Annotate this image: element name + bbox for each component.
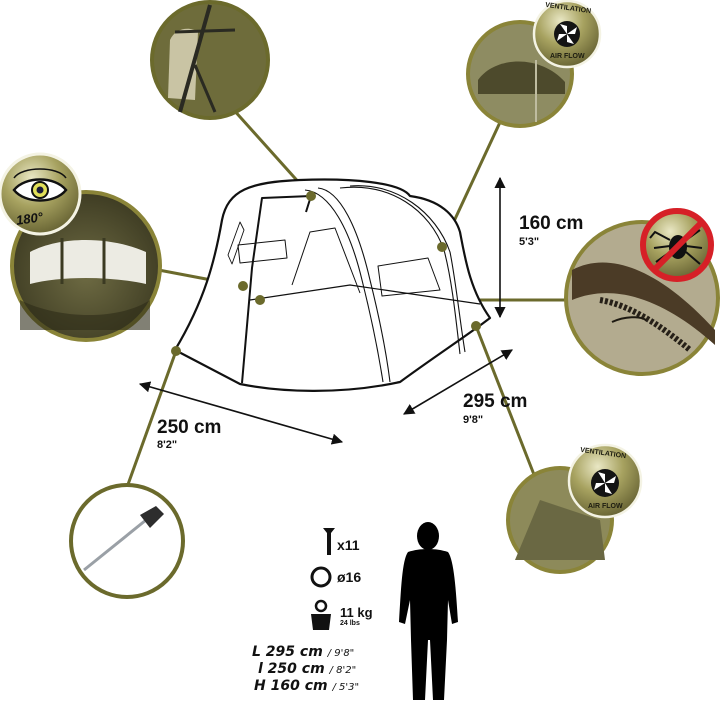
accessory-icons: [310, 528, 335, 630]
vent-rear-sublabel: AIR FLOW: [588, 503, 623, 510]
pole-diameter: ø16: [337, 569, 362, 585]
vent-top-sublabel: AIR FLOW: [550, 53, 585, 60]
spec-length: L 295 cm / 9'8": [252, 644, 355, 660]
spec-height: H 160 cm / 5'3": [254, 678, 360, 694]
vent-top-badge: [532, 0, 602, 69]
spec-width: l 250 cm / 8'2": [258, 661, 357, 677]
panoramic-label: 180°: [15, 209, 44, 228]
length-arrow: [403, 349, 513, 415]
weight-metric: 11 kg: [340, 605, 373, 620]
no-insect-badge: [640, 208, 714, 282]
person-silhouette-icon: [399, 522, 458, 700]
width-metric: 250 cm: [157, 417, 222, 438]
weight-imperial: 24 lbs: [340, 620, 360, 627]
width-imperial: 8'2": [157, 439, 178, 451]
peg-detail: [69, 483, 185, 599]
length-metric: 295 cm: [463, 391, 528, 412]
height-metric: 160 cm: [519, 213, 584, 234]
peg-count: x11: [337, 537, 360, 553]
width-arrow: [138, 381, 344, 445]
frame-pole-detail: [150, 0, 270, 120]
eye-badge: [0, 152, 82, 236]
vent-rear-badge: [567, 443, 643, 519]
height-imperial: 5'3": [519, 236, 540, 248]
length-imperial: 9'8": [463, 414, 484, 426]
tent-outline: [173, 178, 492, 392]
